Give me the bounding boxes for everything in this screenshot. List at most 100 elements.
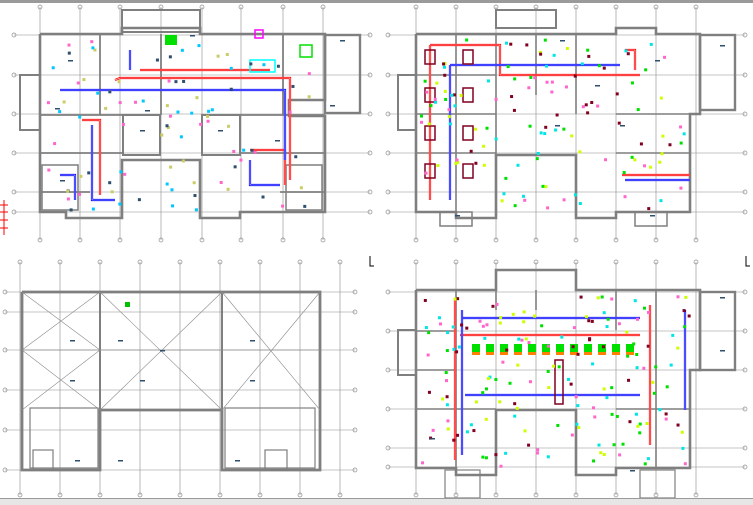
air-handling-unit bbox=[612, 344, 620, 352]
diffuser bbox=[123, 172, 127, 176]
fixture bbox=[442, 62, 446, 66]
fixture bbox=[501, 360, 505, 364]
fixture bbox=[465, 430, 469, 434]
room-tag bbox=[118, 460, 123, 462]
fixture bbox=[509, 42, 513, 46]
fixture bbox=[610, 297, 614, 301]
grid-bubble bbox=[117, 4, 123, 10]
room-tag bbox=[655, 60, 660, 62]
fixture bbox=[658, 160, 662, 164]
grid-bubble bbox=[573, 492, 579, 498]
diffuser bbox=[225, 53, 229, 57]
grid-bubble bbox=[297, 492, 303, 498]
grid-bubble bbox=[385, 32, 391, 38]
fixture bbox=[682, 132, 686, 136]
diffuser bbox=[108, 90, 112, 94]
fixture bbox=[516, 363, 520, 367]
grid-bubble bbox=[77, 4, 83, 10]
diffuser bbox=[155, 58, 159, 62]
fixture bbox=[660, 152, 664, 156]
equipment-cyan bbox=[249, 59, 276, 73]
fixture bbox=[651, 380, 655, 384]
grid-bubble bbox=[367, 150, 373, 156]
unit-base bbox=[626, 352, 634, 355]
roof-slope-line bbox=[21, 349, 101, 411]
grid-bubble bbox=[2, 387, 8, 393]
grid-bubble bbox=[453, 237, 459, 243]
fixture bbox=[681, 446, 685, 450]
diffuser bbox=[232, 149, 236, 153]
diffuser bbox=[281, 204, 285, 208]
fixture bbox=[522, 320, 526, 324]
fixture bbox=[579, 295, 583, 299]
shaft-block bbox=[698, 33, 737, 112]
fixture bbox=[638, 431, 642, 435]
unit-base bbox=[584, 352, 592, 355]
fixture bbox=[624, 49, 628, 53]
fixture bbox=[602, 311, 606, 315]
fixture bbox=[621, 442, 625, 446]
fixture bbox=[457, 345, 461, 349]
diffuser bbox=[206, 119, 210, 123]
grid-bubble bbox=[613, 237, 619, 243]
diffuser bbox=[288, 110, 292, 114]
fixture bbox=[459, 93, 463, 97]
air-handling-unit bbox=[584, 344, 592, 352]
fixture bbox=[649, 42, 653, 46]
grid-bubble bbox=[57, 492, 63, 498]
grid-bubble bbox=[493, 237, 499, 243]
fixture bbox=[427, 122, 431, 126]
fixture bbox=[577, 426, 581, 430]
room-tag bbox=[75, 460, 80, 462]
diffuser bbox=[67, 43, 71, 47]
grid-bubble bbox=[17, 492, 23, 498]
wall bbox=[414, 26, 702, 220]
diffuser bbox=[167, 79, 171, 83]
room-tag bbox=[630, 470, 635, 472]
grid-bubble bbox=[2, 309, 8, 315]
fixture bbox=[447, 108, 451, 112]
grid-bubble bbox=[367, 111, 373, 117]
fixture bbox=[478, 319, 482, 323]
grid-bubble bbox=[653, 259, 659, 265]
diffuser bbox=[219, 181, 223, 185]
grid-bubble bbox=[337, 492, 343, 498]
fixture bbox=[499, 316, 503, 320]
fixture bbox=[506, 65, 510, 69]
unit-base bbox=[570, 352, 578, 355]
unit-base bbox=[514, 352, 522, 355]
fixture bbox=[505, 348, 509, 352]
unit-base bbox=[542, 352, 550, 355]
fixture bbox=[610, 412, 614, 416]
fixture bbox=[456, 433, 460, 437]
fixture bbox=[529, 75, 533, 79]
return-duct-centerline bbox=[91, 125, 115, 201]
grid-bubble bbox=[693, 492, 699, 498]
grid-bubble bbox=[453, 492, 459, 498]
room-tag bbox=[140, 380, 145, 382]
fixture bbox=[622, 171, 626, 175]
fixture bbox=[494, 97, 498, 101]
diffuser bbox=[229, 66, 233, 70]
diffuser bbox=[299, 186, 303, 190]
fixture bbox=[580, 62, 584, 66]
return-duct bbox=[90, 125, 115, 202]
room-tag bbox=[430, 438, 435, 440]
fixture bbox=[626, 52, 630, 56]
diffuser bbox=[91, 46, 95, 50]
fixture bbox=[576, 404, 580, 408]
diffuser bbox=[170, 188, 174, 192]
fixture bbox=[533, 314, 537, 318]
grid-bubble bbox=[57, 259, 63, 265]
diffuser bbox=[193, 194, 197, 198]
fixture bbox=[453, 297, 457, 301]
wall bbox=[20, 290, 322, 472]
fixture bbox=[427, 331, 431, 335]
diffuser bbox=[47, 168, 51, 172]
grid-bubble bbox=[2, 427, 8, 433]
diffuser bbox=[134, 100, 138, 104]
fixture bbox=[494, 453, 498, 457]
fixture bbox=[533, 76, 537, 80]
diffuser bbox=[242, 148, 246, 152]
